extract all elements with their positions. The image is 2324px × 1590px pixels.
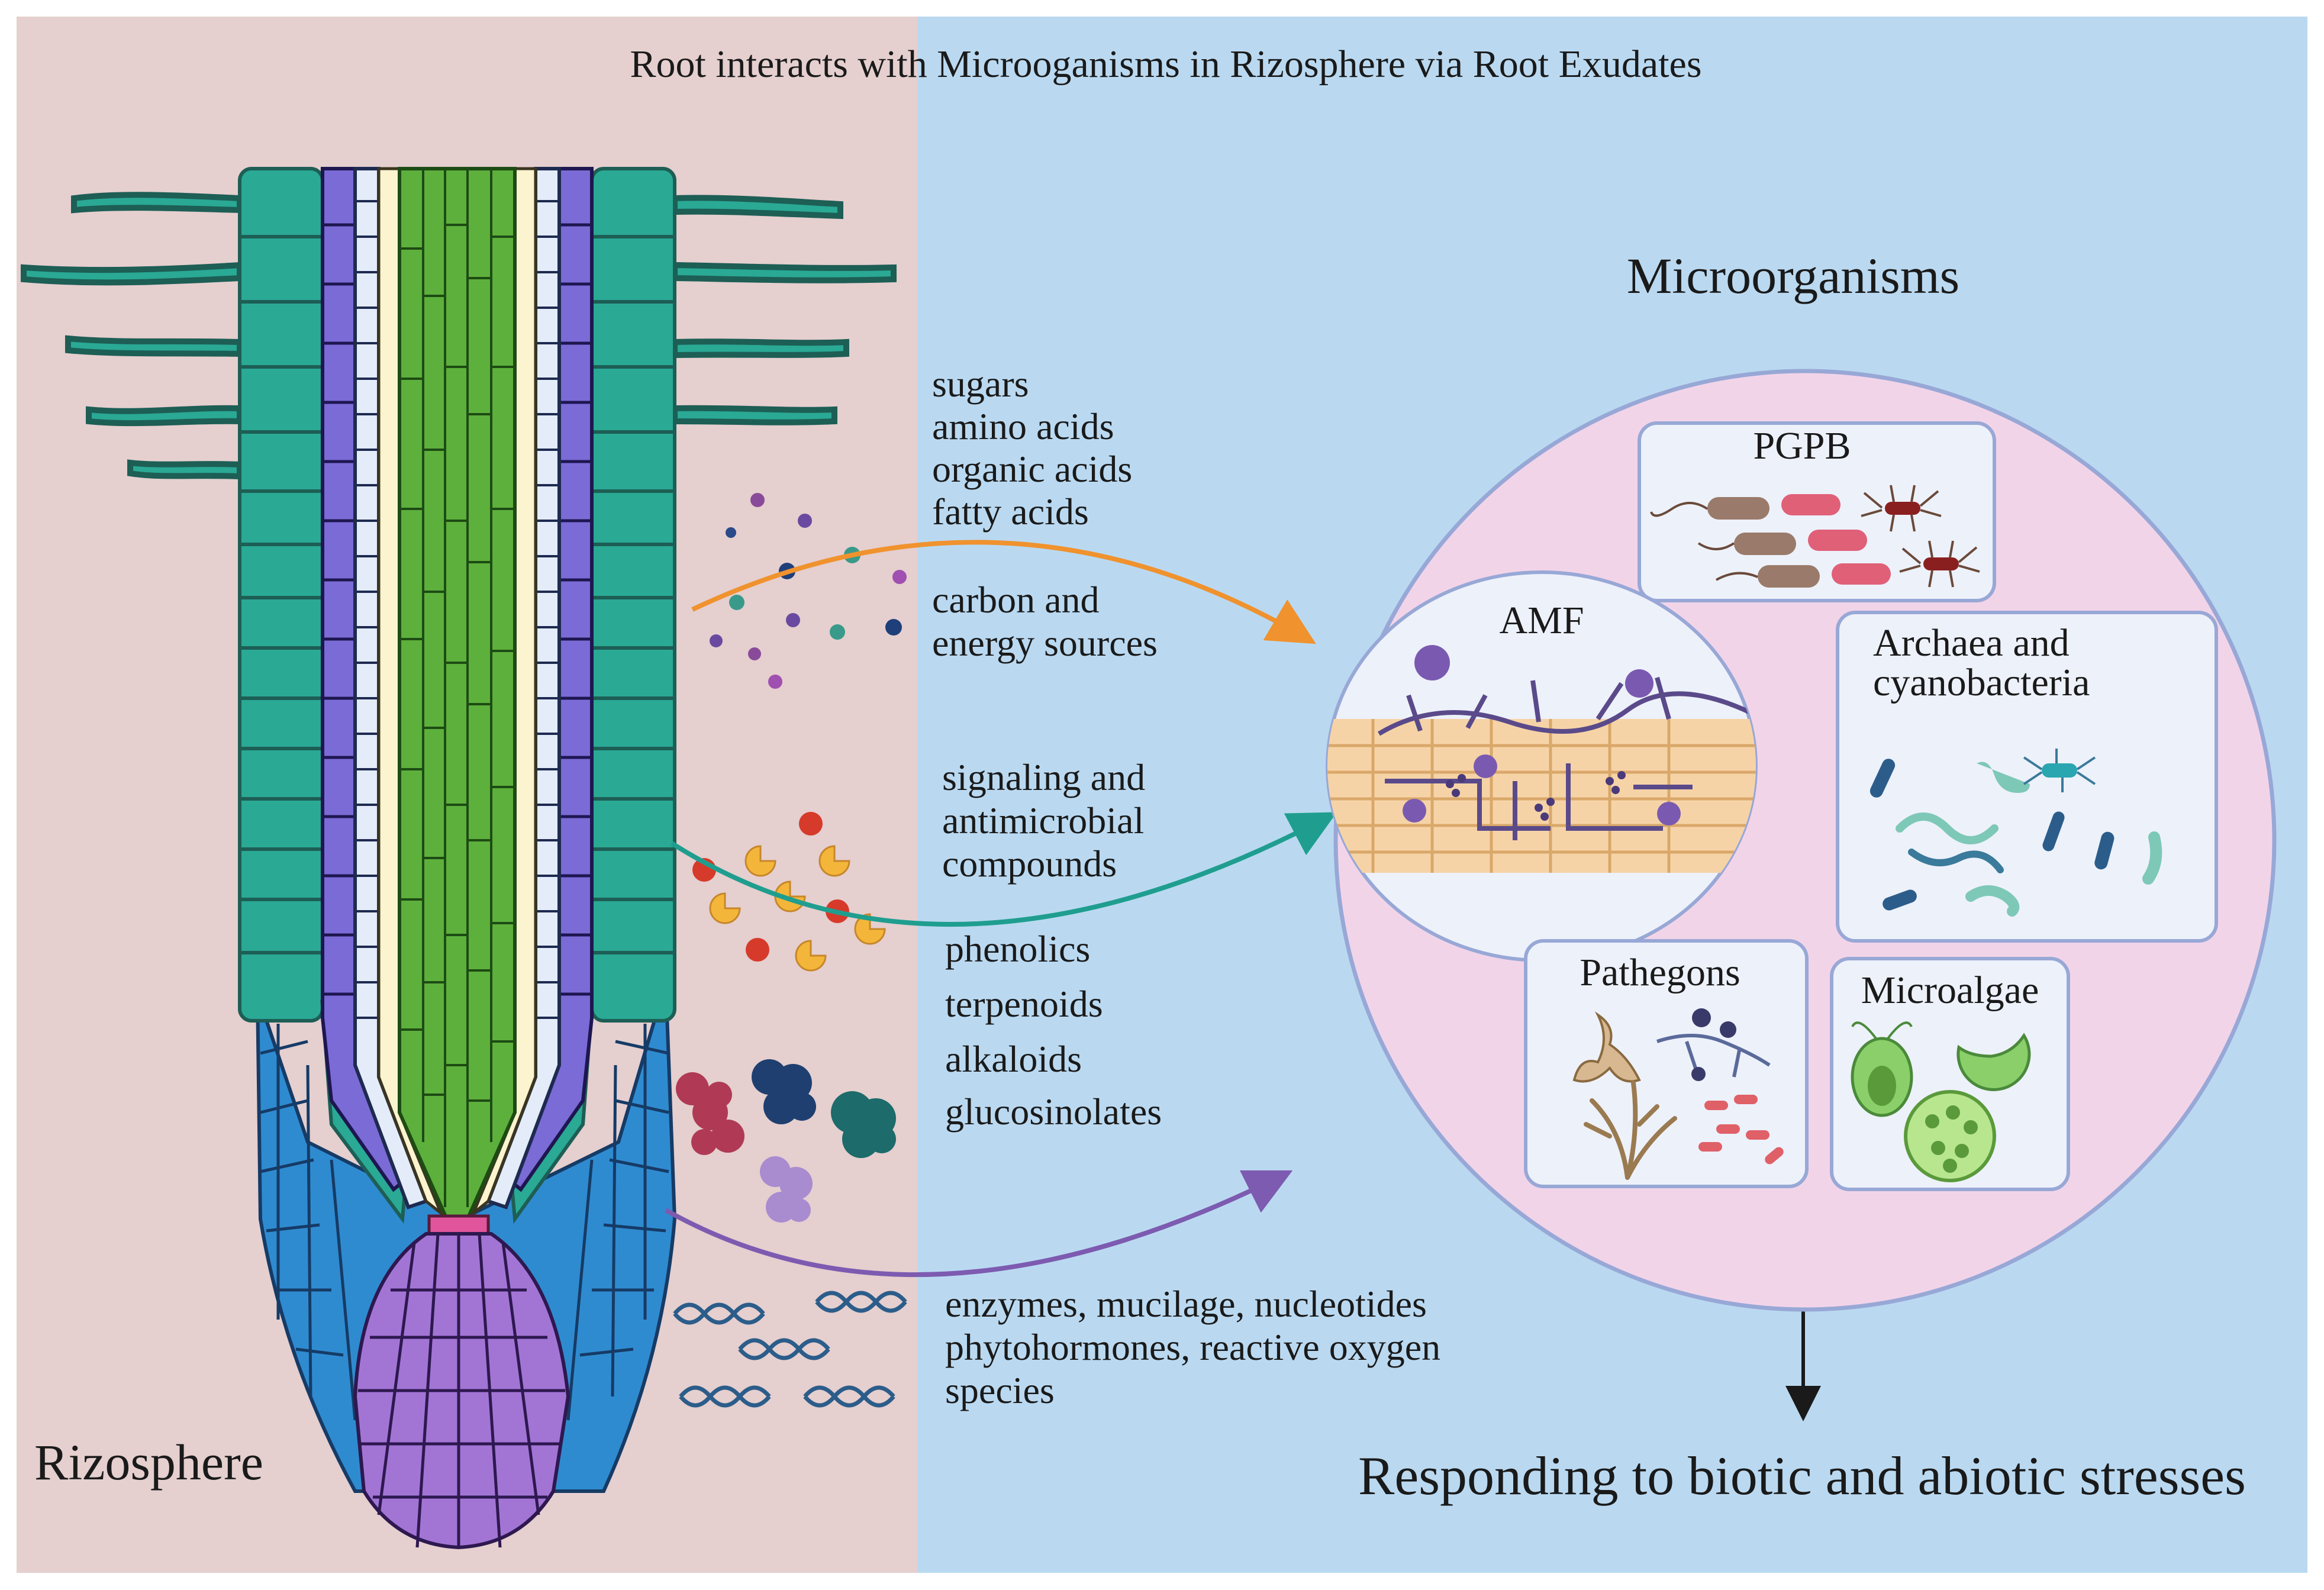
- root-cap-cells: [358, 1233, 565, 1548]
- pathogens-box: Pathegons: [1524, 939, 1809, 1188]
- exudate-label: fatty acids: [932, 491, 1089, 533]
- exudate-proteins: [676, 1059, 896, 1223]
- exudate-label: enzymes, mucilage, nucleotides: [945, 1283, 1427, 1325]
- exudate-label: organic acids: [932, 448, 1132, 490]
- exudate-label: carbon and: [932, 579, 1100, 621]
- pgpb-box: PGPB: [1638, 421, 1996, 602]
- exudate-label: terpenoids: [945, 983, 1103, 1025]
- microorganisms-title: Microorganisms: [1627, 247, 1959, 304]
- exudate-label: signaling and: [942, 756, 1145, 798]
- archaea-label: Archaea and: [1873, 621, 2070, 665]
- archaea-box: Archaea and cyanobacteria: [1836, 611, 2218, 943]
- microalgae-icon: [1851, 1021, 2031, 1182]
- amf-panel: AMF: [1326, 570, 1758, 962]
- root-hairs: [21, 192, 897, 480]
- diagram-title: Root interacts with Microoganisms in Riz…: [630, 43, 1701, 86]
- pathogen-icon: [1572, 1008, 1784, 1180]
- exudate-label: species: [945, 1369, 1055, 1411]
- epidermis-cells: [240, 235, 675, 954]
- arrow-carbon-sources: [691, 540, 1316, 644]
- archaea-label: cyanobacteria: [1873, 661, 2090, 704]
- quiescent-center: [427, 1214, 490, 1237]
- exudate-label: compounds: [942, 843, 1117, 885]
- pgpb-label: PGPB: [1753, 424, 1851, 467]
- fungal-hyphae-icon: [1327, 645, 1756, 873]
- arrow-signaling: [670, 812, 1337, 927]
- exudate-molecules-1: [710, 493, 907, 689]
- exudate-label: amino acids: [932, 405, 1114, 447]
- pathogens-label: Pathegons: [1580, 951, 1740, 994]
- exudate-dna: [673, 1291, 907, 1408]
- exudate-label: antimicrobial: [942, 799, 1144, 841]
- stele-cells: [399, 169, 515, 1207]
- endodermis-cells: [323, 223, 592, 996]
- exudate-label: energy sources: [932, 622, 1158, 664]
- microalgae-box: Microalgae: [1830, 957, 2070, 1191]
- outcome-text: Responding to biotic and abiotic stresse…: [1358, 1446, 2246, 1506]
- exudate-label: alkaloids: [945, 1038, 1082, 1080]
- exudate-label: glucosinolates: [945, 1091, 1162, 1133]
- exudate-label: sugars: [932, 363, 1029, 405]
- pericycle-cells: [355, 200, 559, 1019]
- cyanobacteria-icon: [1869, 749, 2162, 917]
- lateral-cap-cells: [260, 1024, 669, 1421]
- exudate-label: phytohormones, reactive oxygen: [945, 1326, 1440, 1368]
- exudate-label: phenolics: [945, 928, 1090, 970]
- amf-label: AMF: [1499, 599, 1584, 642]
- arrow-enzymes: [665, 1170, 1293, 1278]
- root-tip: [21, 167, 897, 1550]
- bacteria-icon: [1650, 485, 1980, 588]
- stele: [398, 167, 517, 1221]
- rhizosphere-label: Rizosphere: [34, 1434, 263, 1491]
- microalgae-label: Microalgae: [1861, 969, 2039, 1012]
